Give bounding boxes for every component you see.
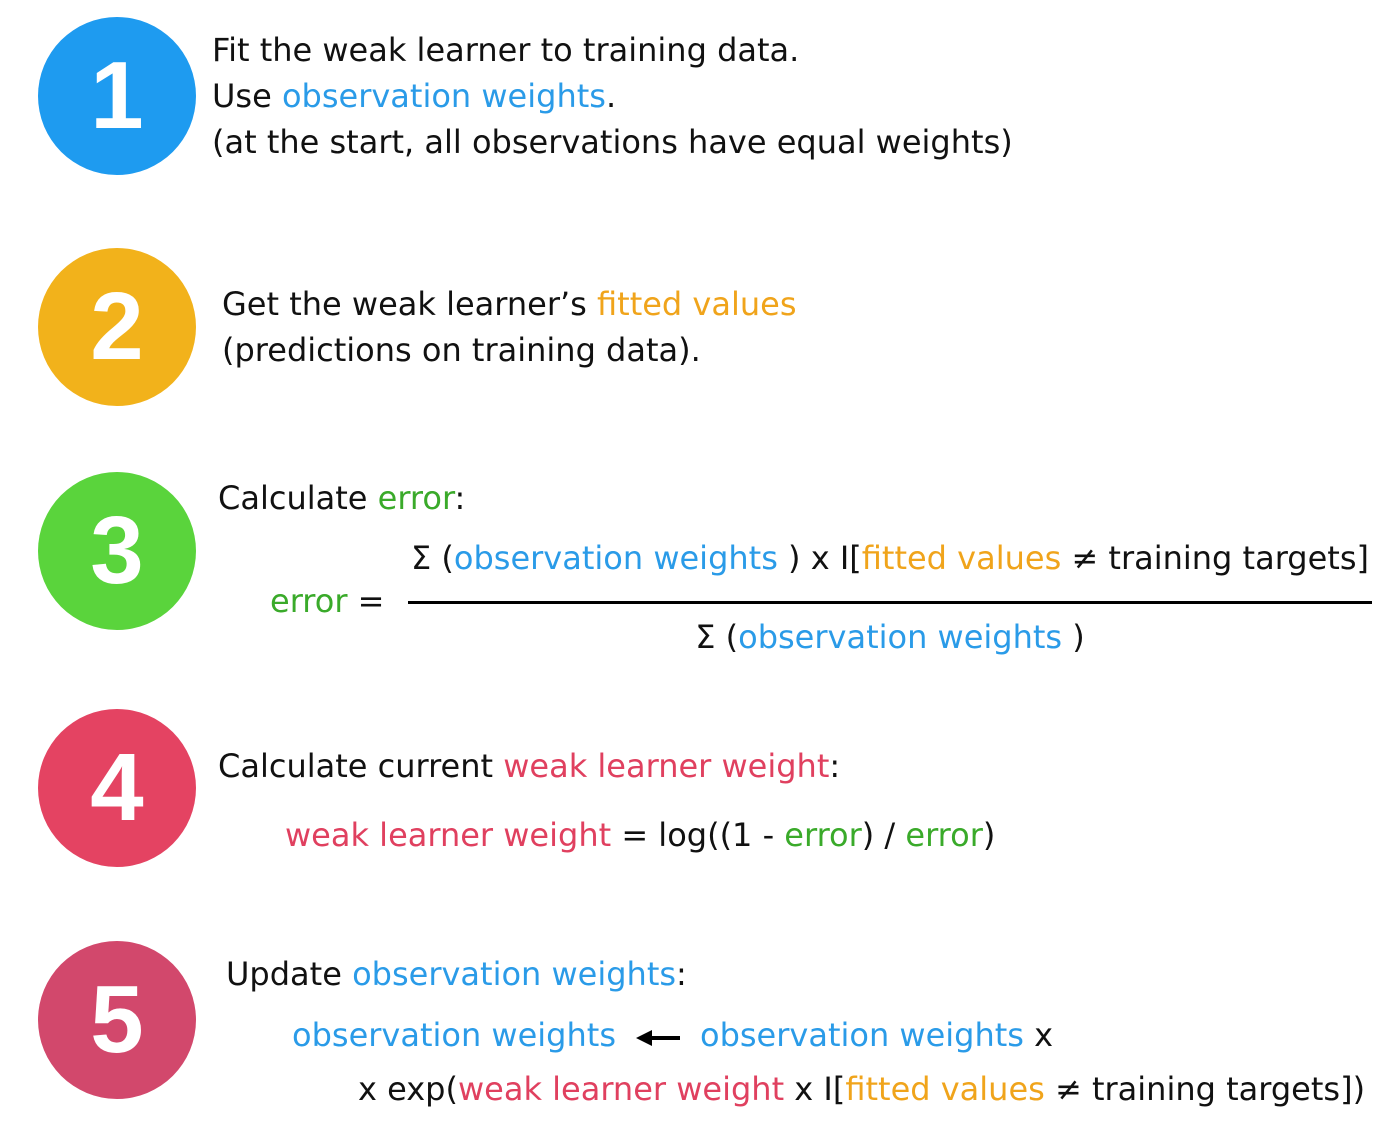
observation-weights-term: observation weights [352,955,677,993]
error-formula-numerator: Σ (observation weights ) x I[fitted valu… [411,539,1369,577]
step-3-badge: 3 [38,472,196,630]
step-2-line-1: Get the weak learner’s fitted values [222,285,797,323]
fitted-values-term: fitted values [596,285,797,323]
step-4-heading: Calculate current weak learner weight: [218,747,841,785]
step-2-badge: 2 [38,248,196,406]
step-1-badge: 1 [38,17,196,175]
step-5-number: 5 [90,966,144,1073]
update-formula-line-2: x exp(weak learner weight x I[fitted val… [358,1070,1366,1108]
observation-weights-term: observation weights [281,77,606,115]
step-5-heading: Update observation weights: [226,955,687,993]
step-1-number: 1 [90,42,144,149]
fraction-bar [408,601,1372,604]
arrow-left-icon [634,1014,682,1060]
weak-learner-weight-term: weak learner weight [503,747,830,785]
step-2-number: 2 [90,273,144,380]
step-3-number: 3 [90,497,144,604]
error-formula-lhs: error = [270,582,385,620]
step-1-line-1: Fit the weak learner to training data. [212,31,800,69]
step-3-heading: Calculate error: [218,479,466,517]
error-formula-denominator: Σ (observation weights ) [695,618,1085,656]
step-1-line-3: (at the start, all observations have equ… [212,123,1013,161]
step-4-number: 4 [90,734,144,841]
step-1-line-2: Use observation weights. [212,77,617,115]
error-term: error [377,479,455,517]
step-4-badge: 4 [38,709,196,867]
step-2-line-2: (predictions on training data). [222,331,701,369]
weak-learner-weight-formula: weak learner weight = log((1 - error) / … [285,816,996,854]
step-5-badge: 5 [38,941,196,1099]
